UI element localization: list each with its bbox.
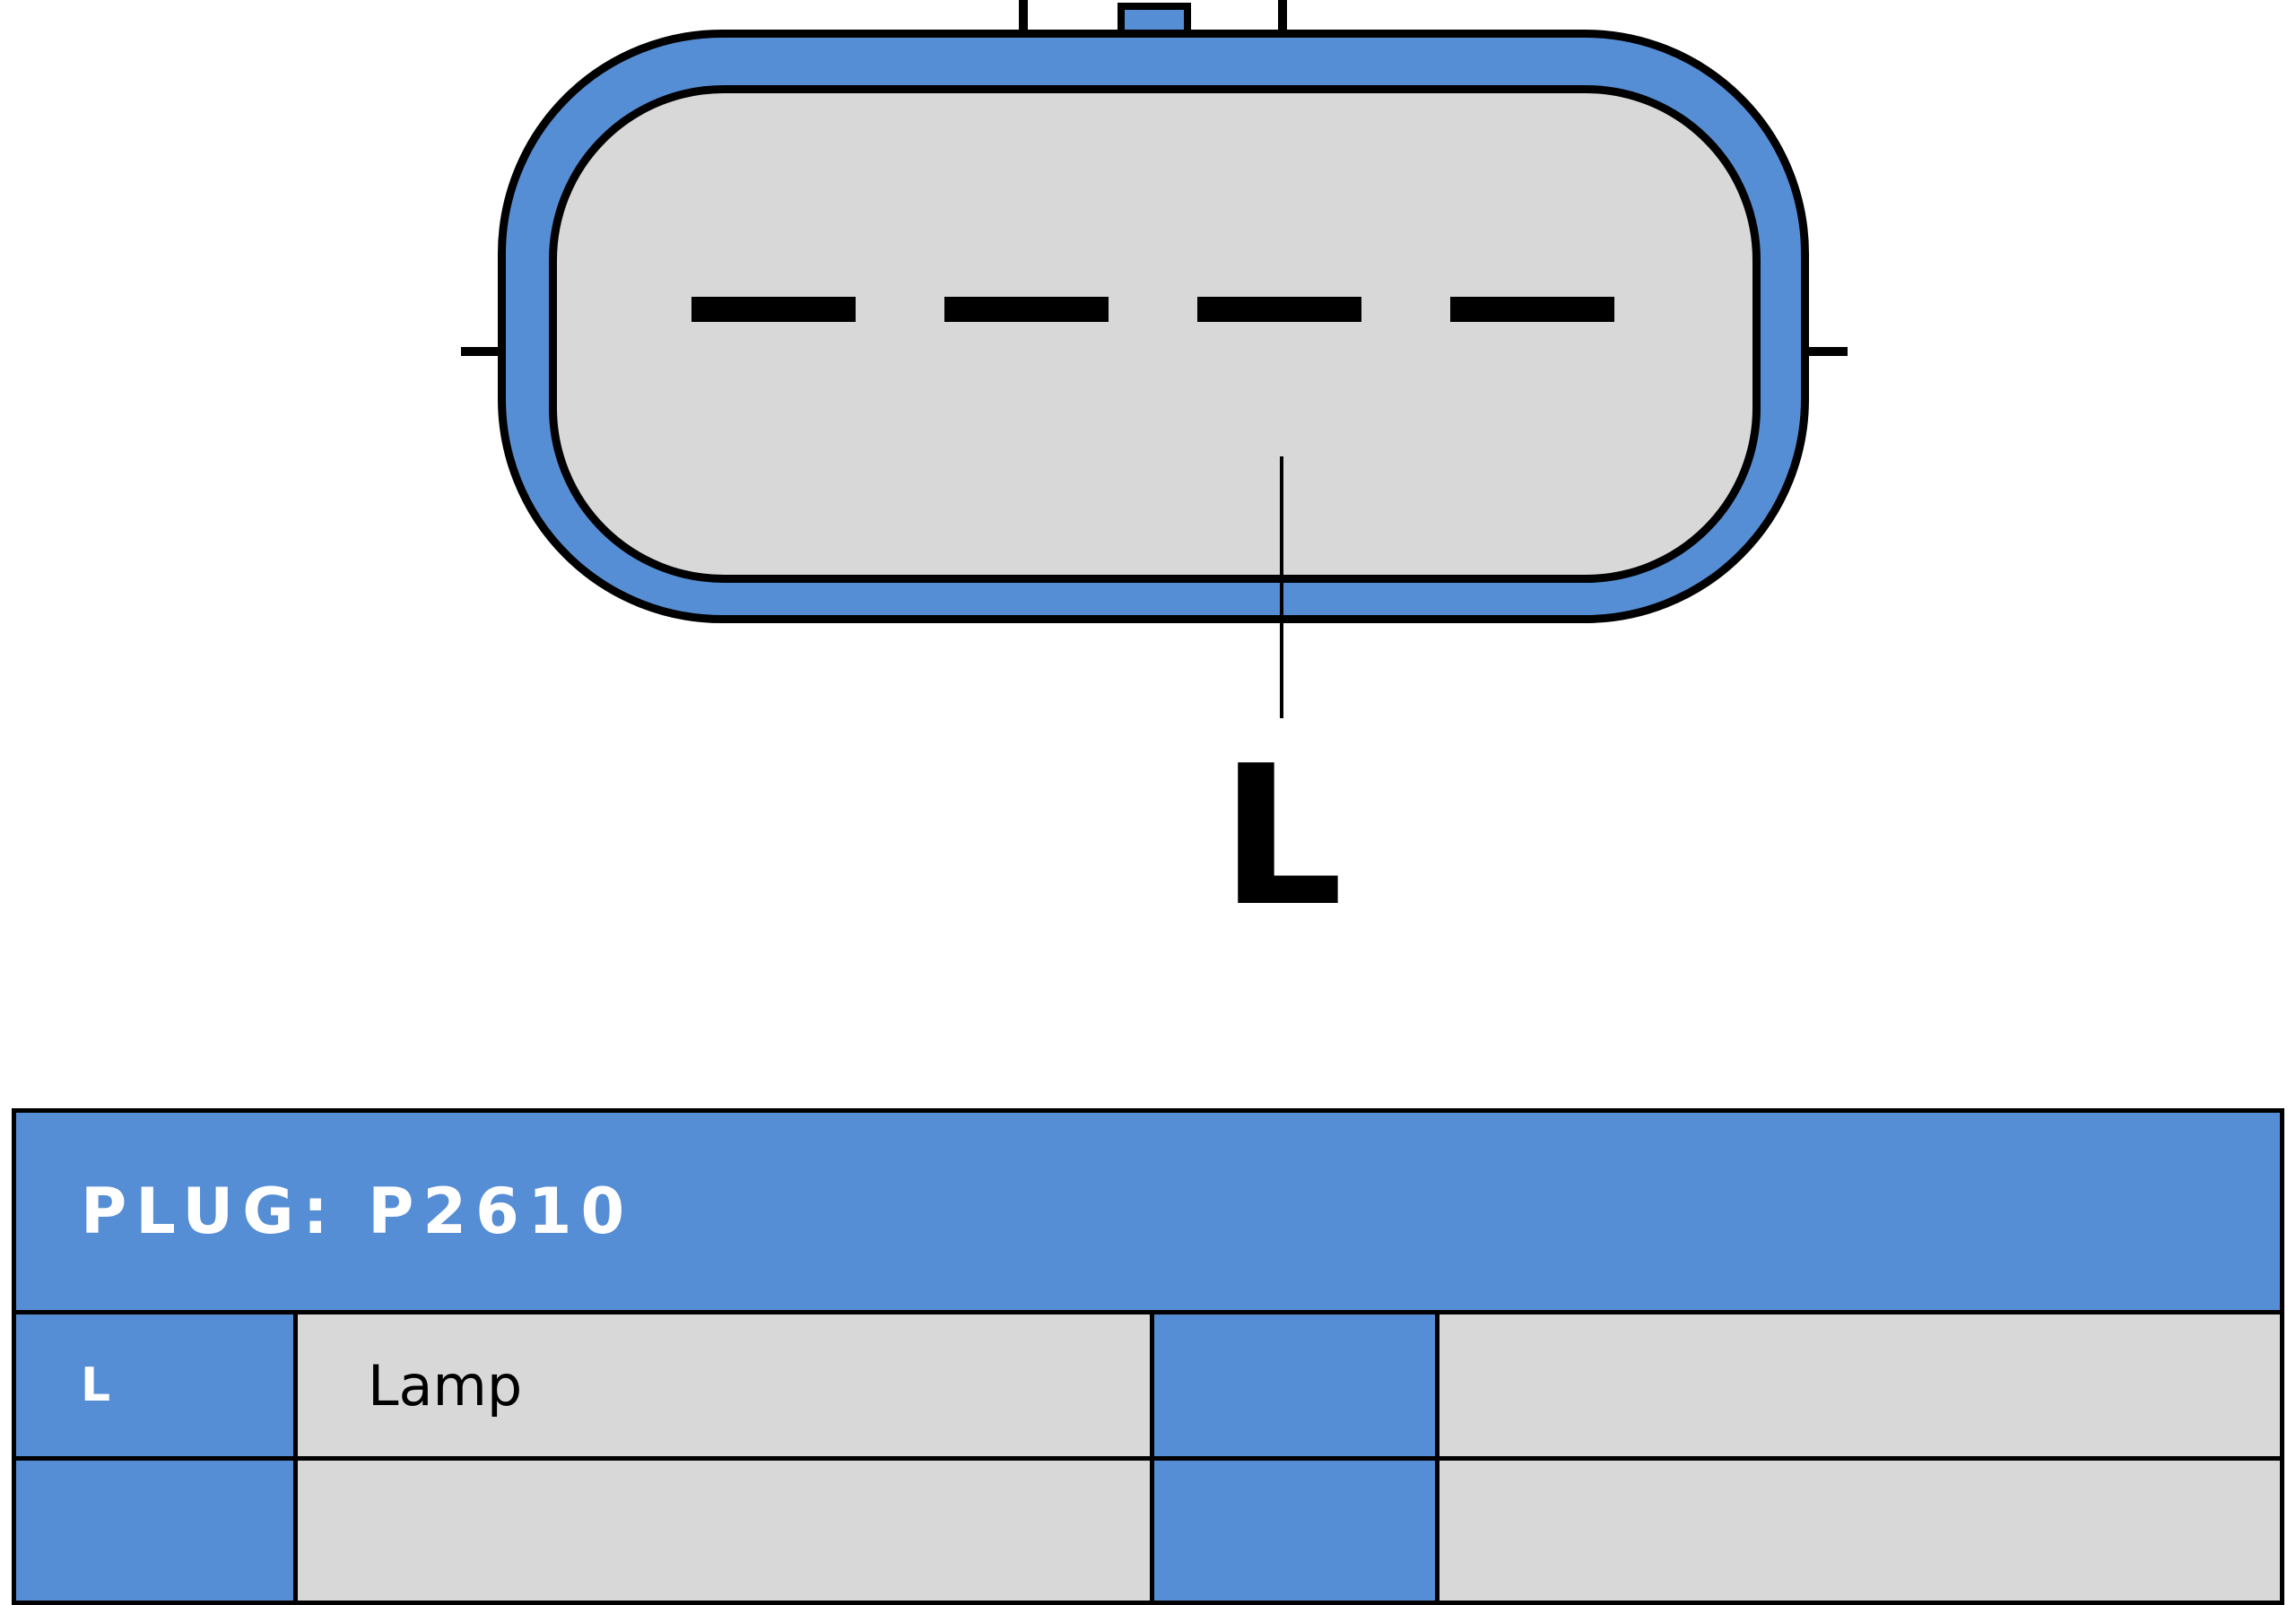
pin-id-cell-row1-col3	[1154, 1314, 1435, 1456]
plug-table-title: PLUG: P2610	[16, 1113, 2280, 1310]
side-tick-right	[1803, 347, 1848, 356]
pin-dash	[944, 297, 1109, 322]
side-tick-left	[461, 347, 506, 356]
pin-function-cell-row1-col4	[1439, 1314, 2280, 1456]
index-notch-right	[1278, 0, 1287, 43]
index-notch-left	[1019, 0, 1028, 43]
plug-table: PLUG: P2610 L Lamp	[12, 1108, 2284, 1605]
connector-face	[549, 85, 1761, 583]
pin-dash	[691, 297, 856, 322]
pin-dash	[1450, 297, 1614, 322]
pin-dashes	[691, 297, 1614, 322]
pin-dash	[1197, 297, 1361, 322]
pin-id-cell-row2	[16, 1461, 293, 1601]
pin-pointer-line	[1280, 456, 1283, 718]
pin-function-cell-row2	[298, 1461, 1150, 1601]
pin-id-cell-row1: L	[16, 1314, 293, 1456]
pin-function-cell-row1: Lamp	[298, 1314, 1150, 1456]
pin-label: L	[1220, 724, 1344, 949]
pin-function-cell-row2-col4	[1439, 1461, 2280, 1601]
pin-id-cell-row2-col3	[1154, 1461, 1435, 1601]
